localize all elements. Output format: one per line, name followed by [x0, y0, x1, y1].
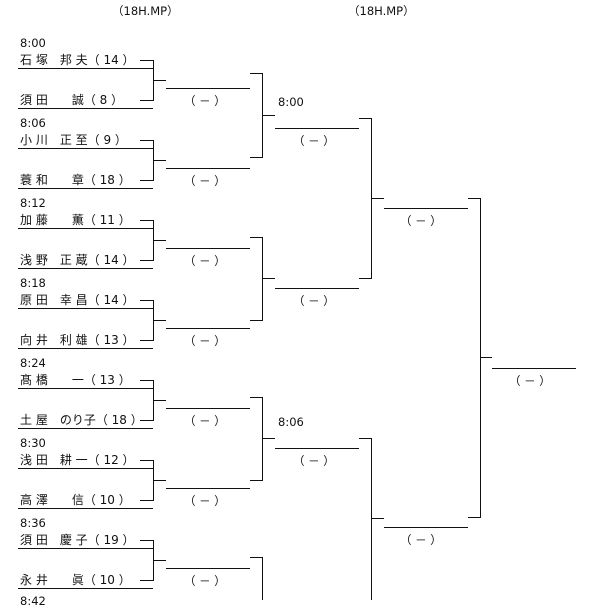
- score-placeholder: （ － ）: [184, 574, 226, 588]
- match-time: 8:36: [20, 516, 46, 530]
- match-time: 8:42: [20, 594, 46, 608]
- player-name: 加 藤 薫（ 11 ）: [20, 213, 131, 227]
- round2-time: 8:06: [278, 415, 304, 429]
- match-time: 8:06: [20, 116, 46, 130]
- player-name: 原 田 幸 昌（ 14 ）: [20, 293, 135, 307]
- match-time: 8:18: [20, 276, 46, 290]
- player-name: 向 井 利 雄（ 13 ）: [20, 333, 135, 347]
- player-name: 石 塚 邦 夫（ 14 ）: [20, 53, 135, 67]
- player-name: 浅 野 正 蔵（ 14 ）: [20, 253, 135, 267]
- player-name: 浅 田 耕 一（ 12 ）: [20, 453, 135, 467]
- match-time: 8:12: [20, 196, 46, 210]
- player-name: 髙 橋 一（ 13 ）: [20, 373, 131, 387]
- player-name: 高 澤 信（ 10 ）: [20, 493, 131, 507]
- score-placeholder: （ － ）: [184, 254, 226, 268]
- round2-header: （18H.MP）: [348, 4, 415, 18]
- match-time: 8:30: [20, 436, 46, 450]
- score-placeholder: （ － ）: [184, 414, 226, 428]
- final-score-placeholder: （ － ）: [509, 374, 551, 388]
- player-name: 小 川 正 至（ 9 ）: [20, 133, 127, 147]
- match-time: 8:24: [20, 356, 46, 370]
- score-placeholder: （ － ）: [184, 334, 226, 348]
- score-placeholder: （ － ）: [293, 454, 335, 468]
- score-placeholder: （ － ）: [184, 94, 226, 108]
- player-name: 須 田 誠（ 8 ）: [20, 93, 124, 107]
- match-time: 8:00: [20, 36, 46, 50]
- player-name: 永 井 眞（ 10 ）: [20, 573, 131, 587]
- score-placeholder: （ － ）: [184, 174, 226, 188]
- score-placeholder: （ － ）: [400, 533, 442, 547]
- score-placeholder: （ － ）: [184, 494, 226, 508]
- score-placeholder: （ － ）: [400, 214, 442, 228]
- player-name: 蓑 和 章（ 18 ）: [20, 173, 131, 187]
- score-placeholder: （ － ）: [293, 134, 335, 148]
- player-name: 土 屋 のり子（ 18 ）: [20, 413, 143, 427]
- player-name: 須 田 慶 子（ 19 ）: [20, 533, 135, 547]
- round2-time: 8:00: [278, 95, 304, 109]
- score-placeholder: （ － ）: [293, 294, 335, 308]
- round1-header: （18H.MP）: [112, 4, 179, 18]
